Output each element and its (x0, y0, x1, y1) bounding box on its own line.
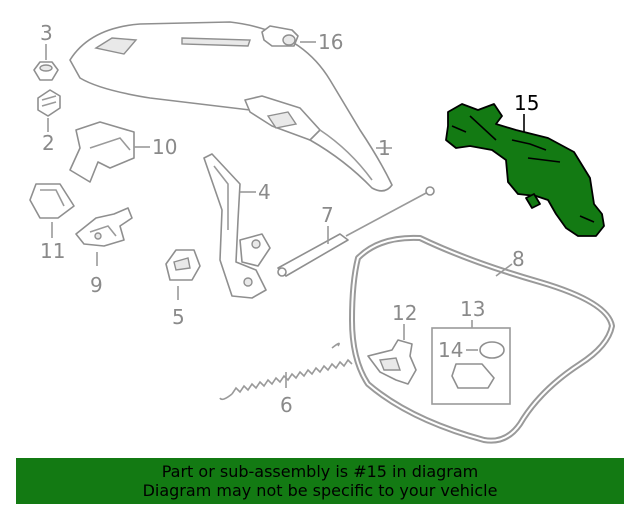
callout-9: 9 (90, 273, 103, 297)
callout-6: 6 (280, 393, 293, 417)
callout-4: 4 (258, 180, 271, 204)
part-9[interactable] (75, 207, 133, 247)
part-6[interactable] (219, 342, 353, 401)
part-12[interactable] (367, 339, 417, 385)
part-5[interactable] (165, 249, 201, 281)
part-10[interactable] (69, 121, 135, 183)
callout-15: 15 (514, 91, 539, 115)
callout-7: 7 (321, 203, 334, 227)
part-7[interactable] (277, 186, 435, 277)
parts-diagram: 1 16 3 2 10 11 9 (29, 21, 615, 444)
callout-1: 1 (378, 136, 391, 160)
callout-11: 11 (40, 239, 65, 263)
banner-line-1: Part or sub-assembly is #15 in diagram (161, 462, 479, 481)
info-banner: Part or sub-assembly is #15 in diagram D… (16, 458, 624, 504)
callout-2: 2 (42, 131, 55, 155)
callout-16: 16 (318, 30, 343, 54)
part-8[interactable] (349, 234, 615, 444)
callout-10: 10 (152, 135, 177, 159)
callout-3: 3 (40, 21, 53, 45)
part-11[interactable] (29, 183, 75, 219)
part-trunk-lid[interactable] (69, 21, 393, 192)
part-16[interactable] (261, 25, 299, 47)
callout-8: 8 (512, 247, 525, 271)
part-2[interactable] (37, 89, 61, 117)
callout-5: 5 (172, 305, 185, 329)
part-15-wiring-harness[interactable] (445, 103, 605, 237)
banner-line-2: Diagram may not be specific to your vehi… (142, 481, 498, 500)
callout-12: 12 (392, 301, 417, 325)
callout-13: 13 (460, 297, 485, 321)
part-13-kit-box[interactable] (431, 327, 511, 405)
part-4[interactable] (203, 153, 271, 299)
callout-14: 14 (438, 338, 463, 362)
part-3[interactable] (33, 61, 59, 81)
